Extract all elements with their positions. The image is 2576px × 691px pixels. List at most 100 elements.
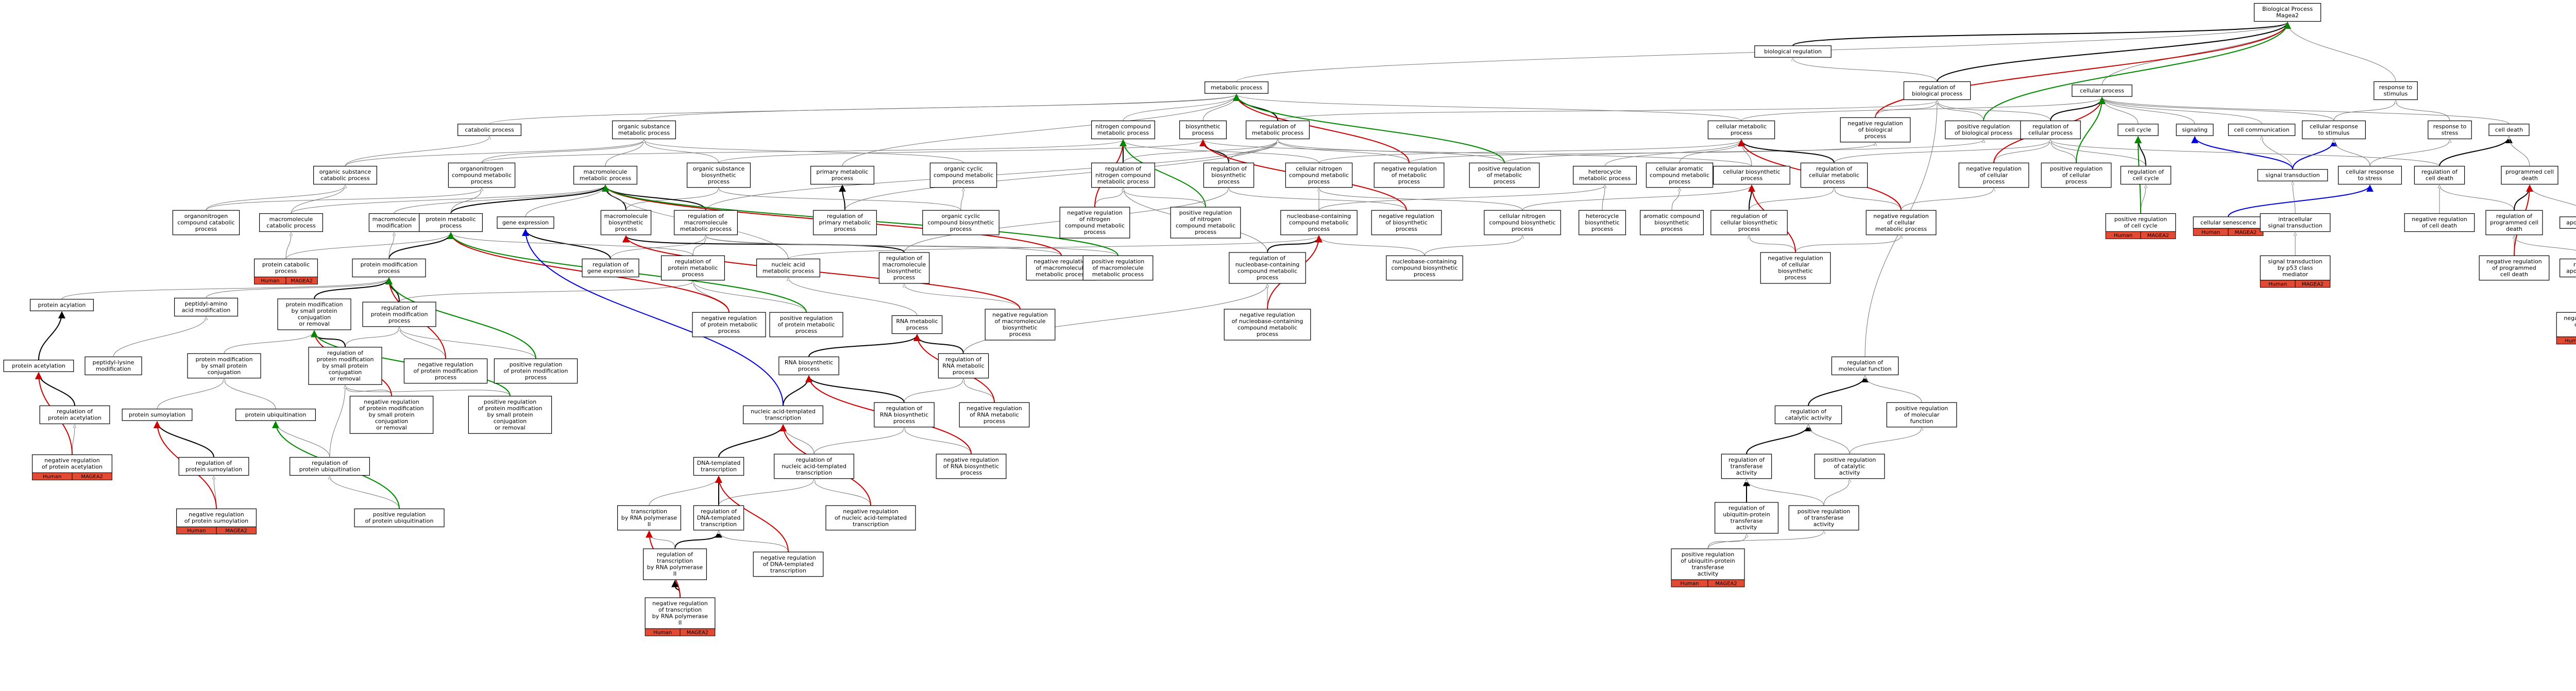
go-term-node-geneexpr[interactable]: gene expression bbox=[497, 216, 554, 229]
go-term-node-cellcycle[interactable]: cell cycle bbox=[2117, 124, 2159, 136]
go-term-node-regapop[interactable]: regulation ofapoptotic process bbox=[2560, 258, 2576, 278]
go-term-node-regnucleobase[interactable]: regulation ofnucleobase-containingcompou… bbox=[1229, 252, 1306, 284]
go-term-node-protacyl[interactable]: protein acylation bbox=[29, 299, 94, 311]
go-term-node-cellproc[interactable]: cellular process bbox=[2072, 85, 2132, 97]
go-term-node-regubiqtransf[interactable]: regulation ofubiquitin-proteintransferas… bbox=[1715, 502, 1779, 534]
go-term-node-regmacrobio[interactable]: regulation ofmacromoleculebiosyntheticpr… bbox=[878, 252, 930, 284]
go-term-node-bioreg[interactable]: biological regulation bbox=[1754, 45, 1832, 58]
go-term-node-protacet[interactable]: protein acetylation bbox=[3, 360, 74, 372]
go-term-node-cellcomm[interactable]: cell communication bbox=[2228, 124, 2296, 136]
go-term-node-signaling[interactable]: signaling bbox=[2176, 124, 2214, 136]
go-term-node-metab[interactable]: metabolic process bbox=[1205, 81, 1269, 94]
go-term-node-protubiq[interactable]: protein ubiquitination bbox=[235, 409, 316, 421]
go-term-node-catab[interactable]: catabolic process bbox=[457, 124, 521, 136]
go-term-node-protsumo[interactable]: protein sumoylation bbox=[122, 409, 193, 421]
go-term-node-apoptotic[interactable]: apoptotic process bbox=[2560, 216, 2576, 229]
go-term-node-sigtrans[interactable]: signal transduction bbox=[2257, 169, 2328, 181]
